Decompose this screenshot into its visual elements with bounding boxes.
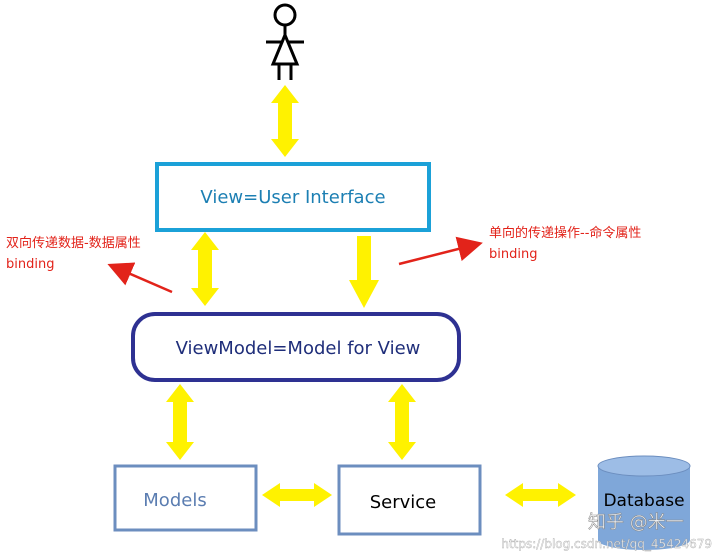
csdn-watermark: https://blog.csdn.net/qq_45424679: [501, 537, 712, 551]
arrow-view-viewmodel-left: [191, 232, 219, 306]
zhihu-watermark: 知乎 @米一: [588, 512, 684, 533]
models-label: Models: [143, 490, 206, 511]
right-annotation-line1: 单向的传递操作--命令属性: [489, 225, 641, 241]
arrow-view-viewmodel-right: [349, 236, 379, 308]
models-node: Models: [113, 464, 258, 532]
right-annotation-arrow: [398, 236, 483, 266]
viewmodel-node: ViewModel=Model for View: [131, 312, 461, 382]
left-annotation-line2: binding: [6, 257, 54, 272]
service-label: Service: [370, 492, 437, 513]
left-annotation-arrow: [107, 262, 173, 294]
arrow-viewmodel-models: [166, 384, 194, 460]
left-annotation-line1: 双向传递数据-数据属性: [6, 235, 141, 251]
right-annotation-line2: binding: [489, 247, 537, 262]
viewmodel-label: ViewModel=Model for View: [176, 338, 421, 359]
arrow-service-database: [505, 483, 576, 507]
database-node: Database: [597, 455, 691, 550]
database-label: Database: [603, 491, 684, 511]
arrow-viewmodel-service: [388, 384, 416, 460]
arrow-user-view: [271, 85, 299, 157]
user-icon: [266, 3, 304, 80]
service-node: Service: [337, 464, 482, 536]
arrow-models-service: [262, 483, 332, 507]
view-node: View=User Interface: [155, 162, 431, 232]
view-label: View=User Interface: [200, 187, 385, 208]
connector-arrows: [166, 85, 576, 507]
